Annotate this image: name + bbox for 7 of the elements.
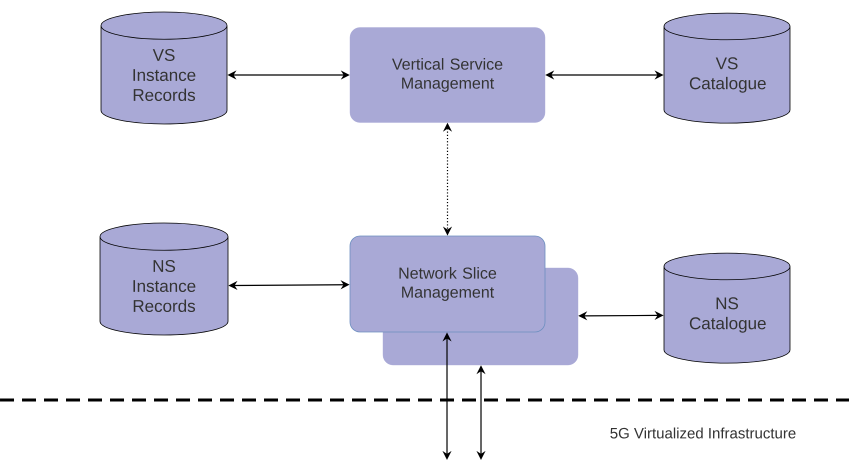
- process-box: Vertical Service Management: [350, 27, 546, 123]
- area-label: 5G Virtualized Infrastructure: [610, 427, 796, 438]
- process-box: Network Slice Management: [350, 236, 546, 332]
- database-cylinder: VS Instance Records: [100, 12, 228, 124]
- database-cylinder: VS Catalogue: [664, 12, 790, 124]
- database-cylinder: NS Instance Records: [100, 222, 228, 336]
- database-cylinder: NS Catalogue: [664, 252, 790, 364]
